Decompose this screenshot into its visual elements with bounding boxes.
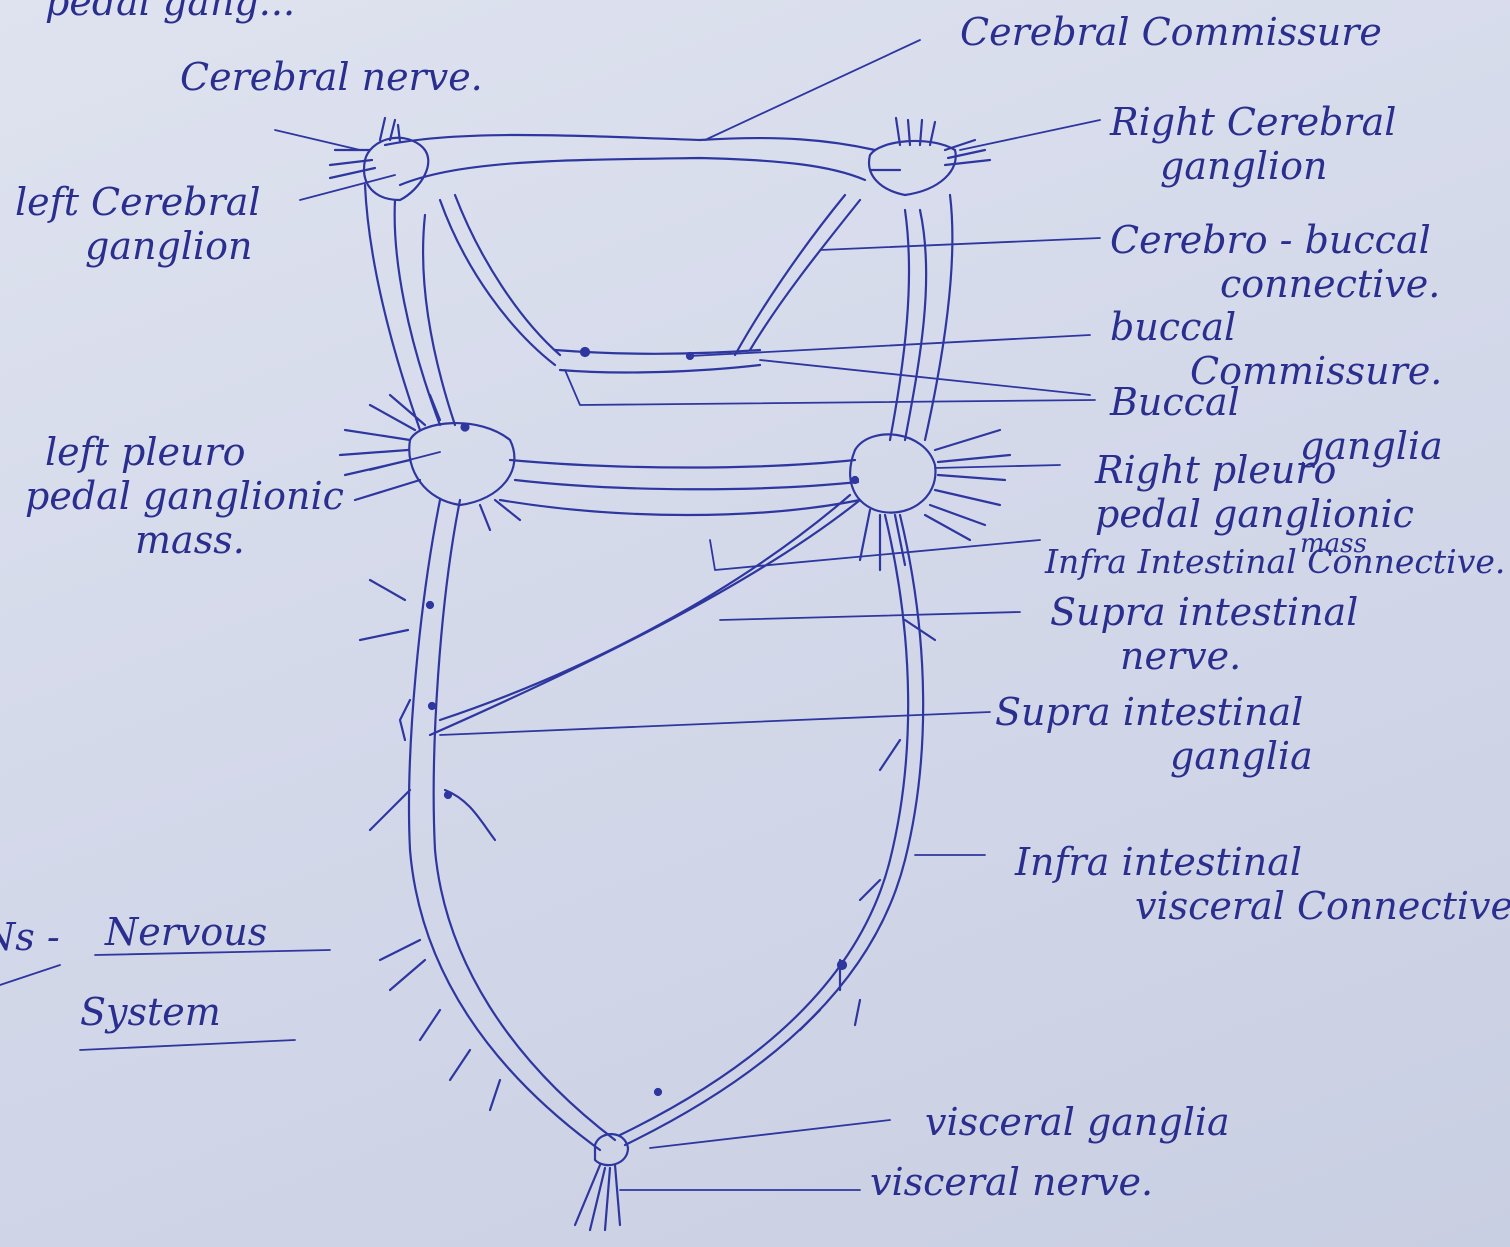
- caption-title-line2: System: [80, 990, 221, 1034]
- pedal-commissures: [500, 460, 860, 515]
- top-fragment-label: pedal gang...: [45, 0, 295, 24]
- visceral-ganglia-label: visceral ganglia: [925, 1100, 1230, 1144]
- leader-lines: [275, 40, 1100, 1190]
- supra-intestinal-ganglia-label: Supra intestinal ganglia: [995, 690, 1313, 778]
- cerebral-commissure-label: Cerebral Commissure: [960, 10, 1382, 54]
- visceral-nerve-label: visceral nerve.: [870, 1160, 1153, 1204]
- right-cerebral-connectives: [890, 195, 952, 440]
- cerebro-buccal-connective-label: Cerebro - buccal connective.: [1110, 218, 1440, 306]
- left-cerebral-ganglion-label: left Cerebral ganglion: [15, 180, 261, 268]
- infra-intestinal-visceral-connective-label: Infra intestinal visceral Connective.: [1015, 840, 1510, 928]
- infra-intestinal-connective-label: Infra Intestinal Connective.: [1045, 540, 1505, 584]
- right-cerebral-ganglion-label: Right Cerebral ganglion: [1110, 100, 1396, 188]
- caption-prefix: Ns -: [0, 915, 60, 959]
- right-visceral-loop: [620, 515, 935, 1145]
- supra-intestinal-nerve: [430, 495, 860, 735]
- buccal-commissure: [555, 348, 760, 372]
- cerebral-commissure: [385, 135, 875, 185]
- supra-intestinal-nerve-label: Supra intestinal nerve.: [1050, 590, 1358, 678]
- caption-title-line1: Nervous: [105, 910, 267, 954]
- cerebro-buccal-connectives: [440, 195, 860, 365]
- left-visceral-loop: [360, 500, 615, 1150]
- right-pleuro-pedal-mass: [850, 430, 1010, 570]
- cerebral-nerve-label: Cerebral nerve.: [180, 55, 483, 99]
- visceral-ganglion: [575, 1089, 661, 1230]
- left-cerebral-connectives: [365, 185, 455, 430]
- right-cerebral-ganglion: [869, 118, 990, 195]
- left-pleuro-pedal-mass: [340, 395, 520, 530]
- left-pleuro-pedal-label: left pleuro pedal ganglionic mass.: [25, 430, 344, 562]
